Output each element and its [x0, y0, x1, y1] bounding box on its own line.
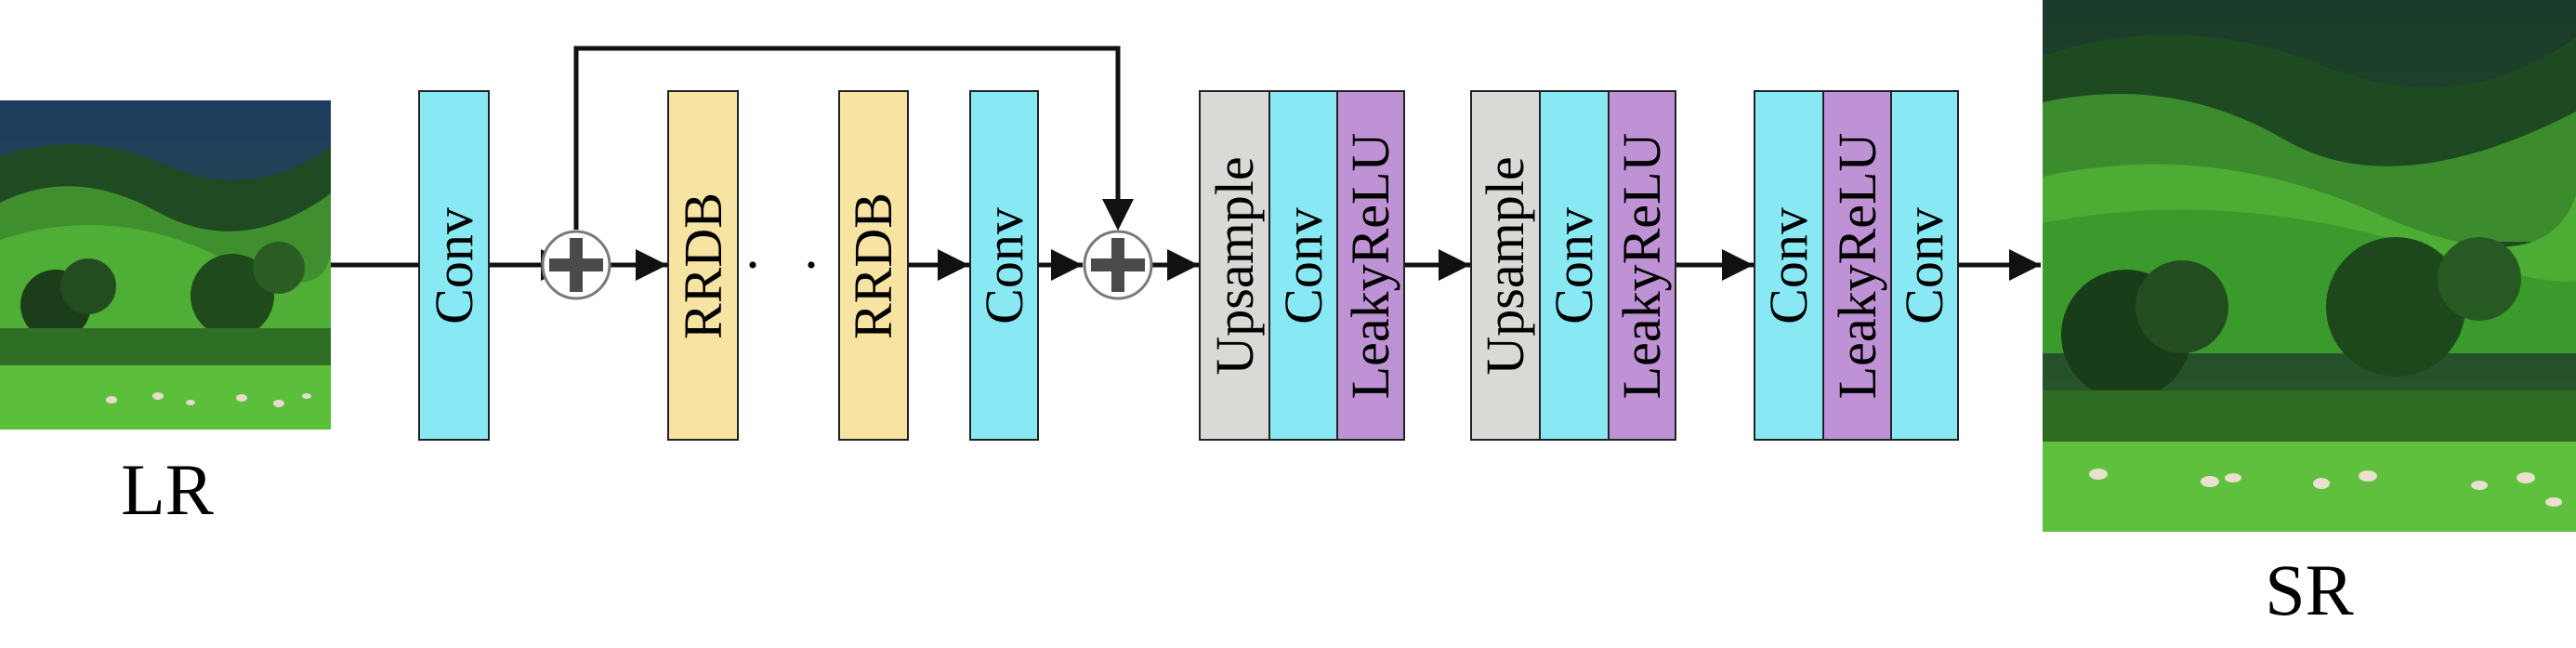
conv-label: Conv [1894, 206, 1954, 324]
rrdb-block: RRDB [667, 90, 739, 441]
leakyrelu-block: LeakyReLU [1608, 90, 1676, 441]
conv-label: Conv [1272, 206, 1334, 324]
add-icon [541, 230, 611, 300]
conv-block: Conv [418, 90, 490, 441]
leakyrelu-label: LeakyReLU [1611, 132, 1672, 399]
conv-block: Conv [969, 90, 1039, 441]
upsample-label: Upsample [1475, 155, 1535, 376]
conv-label: Conv [423, 206, 484, 324]
leakyrelu-block: LeakyReLU [1336, 90, 1405, 441]
conv-block: Conv [1539, 90, 1610, 441]
lr-label: LR [121, 449, 214, 530]
conv-label: Conv [1758, 206, 1819, 324]
leakyrelu-label: LeakyReLU [1826, 132, 1887, 399]
sr-landscape-illustration [2043, 0, 2576, 532]
rrdb-label: RRDB [672, 192, 733, 339]
upsample-label: Upsample [1203, 155, 1265, 376]
leakyrelu-label: LeakyReLU [1340, 132, 1400, 399]
lr-landscape-illustration [0, 100, 331, 430]
add-icon [1083, 230, 1153, 300]
rrdb-block: RRDB [838, 90, 909, 441]
conv-block: Conv [1754, 90, 1824, 441]
rrdb-label: RRDB [843, 192, 903, 339]
upsample-block: Upsample [1199, 90, 1270, 441]
leakyrelu-block: LeakyReLU [1822, 90, 1892, 441]
conv-label: Conv [1544, 206, 1604, 324]
conv-label: Conv [973, 206, 1034, 324]
upsample-block: Upsample [1470, 90, 1541, 441]
sr-label: SR [2265, 549, 2354, 630]
lr-input-image [0, 100, 331, 430]
conv-block: Conv [1890, 90, 1959, 441]
skip-connection [573, 46, 1121, 230]
conv-block: Conv [1268, 90, 1338, 441]
sr-output-image [2043, 0, 2576, 532]
